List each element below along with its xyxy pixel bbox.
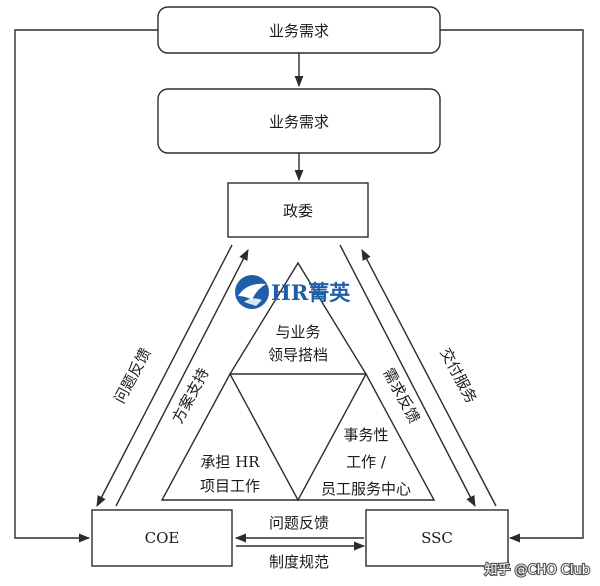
corner-watermark-text: 知乎 @CHO Club [484,562,590,578]
demand-box-top: 业务需求 [157,6,441,54]
triangle-right-line-3: 员工服务中心 [321,480,411,498]
demand-box-second: 业务需求 [157,88,441,154]
triangle-left-line-1: 承担 HR [200,453,260,471]
hr-watermark: HR菁英 [235,275,351,309]
edge-left-outer-label: 问题反馈 [111,345,155,406]
edge-bottom-top-label: 问题反馈 [269,514,329,532]
triangle-top-line-1: 与业务 [275,323,320,341]
arrow-ssc-to-commissar [361,249,497,507]
triangle-left [160,372,300,501]
demand-box-top-label: 业务需求 [269,22,329,40]
eagle-logo-icon [235,275,269,309]
arrow-commissar-to-coe [96,244,233,507]
commissar-label: 政委 [283,202,313,220]
triangle-top [228,261,368,375]
demand-box-second-label: 业务需求 [269,113,329,131]
triangle-right-line-2: 工作 / [346,453,387,471]
triangle-top-line-2: 领导搭档 [268,346,328,364]
coe-box: COE [91,509,233,567]
edge-bottom-bottom-label: 制度规范 [269,553,329,571]
corner-watermark: 知乎 @CHO Club [483,561,591,579]
arrow-coe-to-commissar [115,249,249,507]
coe-label: COE [145,529,180,547]
watermark-text: HR菁英 [271,280,351,305]
commissar-box: 政委 [227,182,369,238]
triangle-left-line-2: 项目工作 [200,477,260,495]
triangle-right-line-1: 事务性 [343,426,388,444]
triangle-right [296,372,436,501]
arrow-commissar-to-ssc [339,244,476,507]
right-outer-loop-arrow [440,29,584,543]
ssc-box: SSC [365,509,509,567]
ssc-label: SSC [421,529,453,547]
left-outer-loop-arrow [14,29,158,543]
edge-right-outer-label: 交付服务 [436,345,480,406]
